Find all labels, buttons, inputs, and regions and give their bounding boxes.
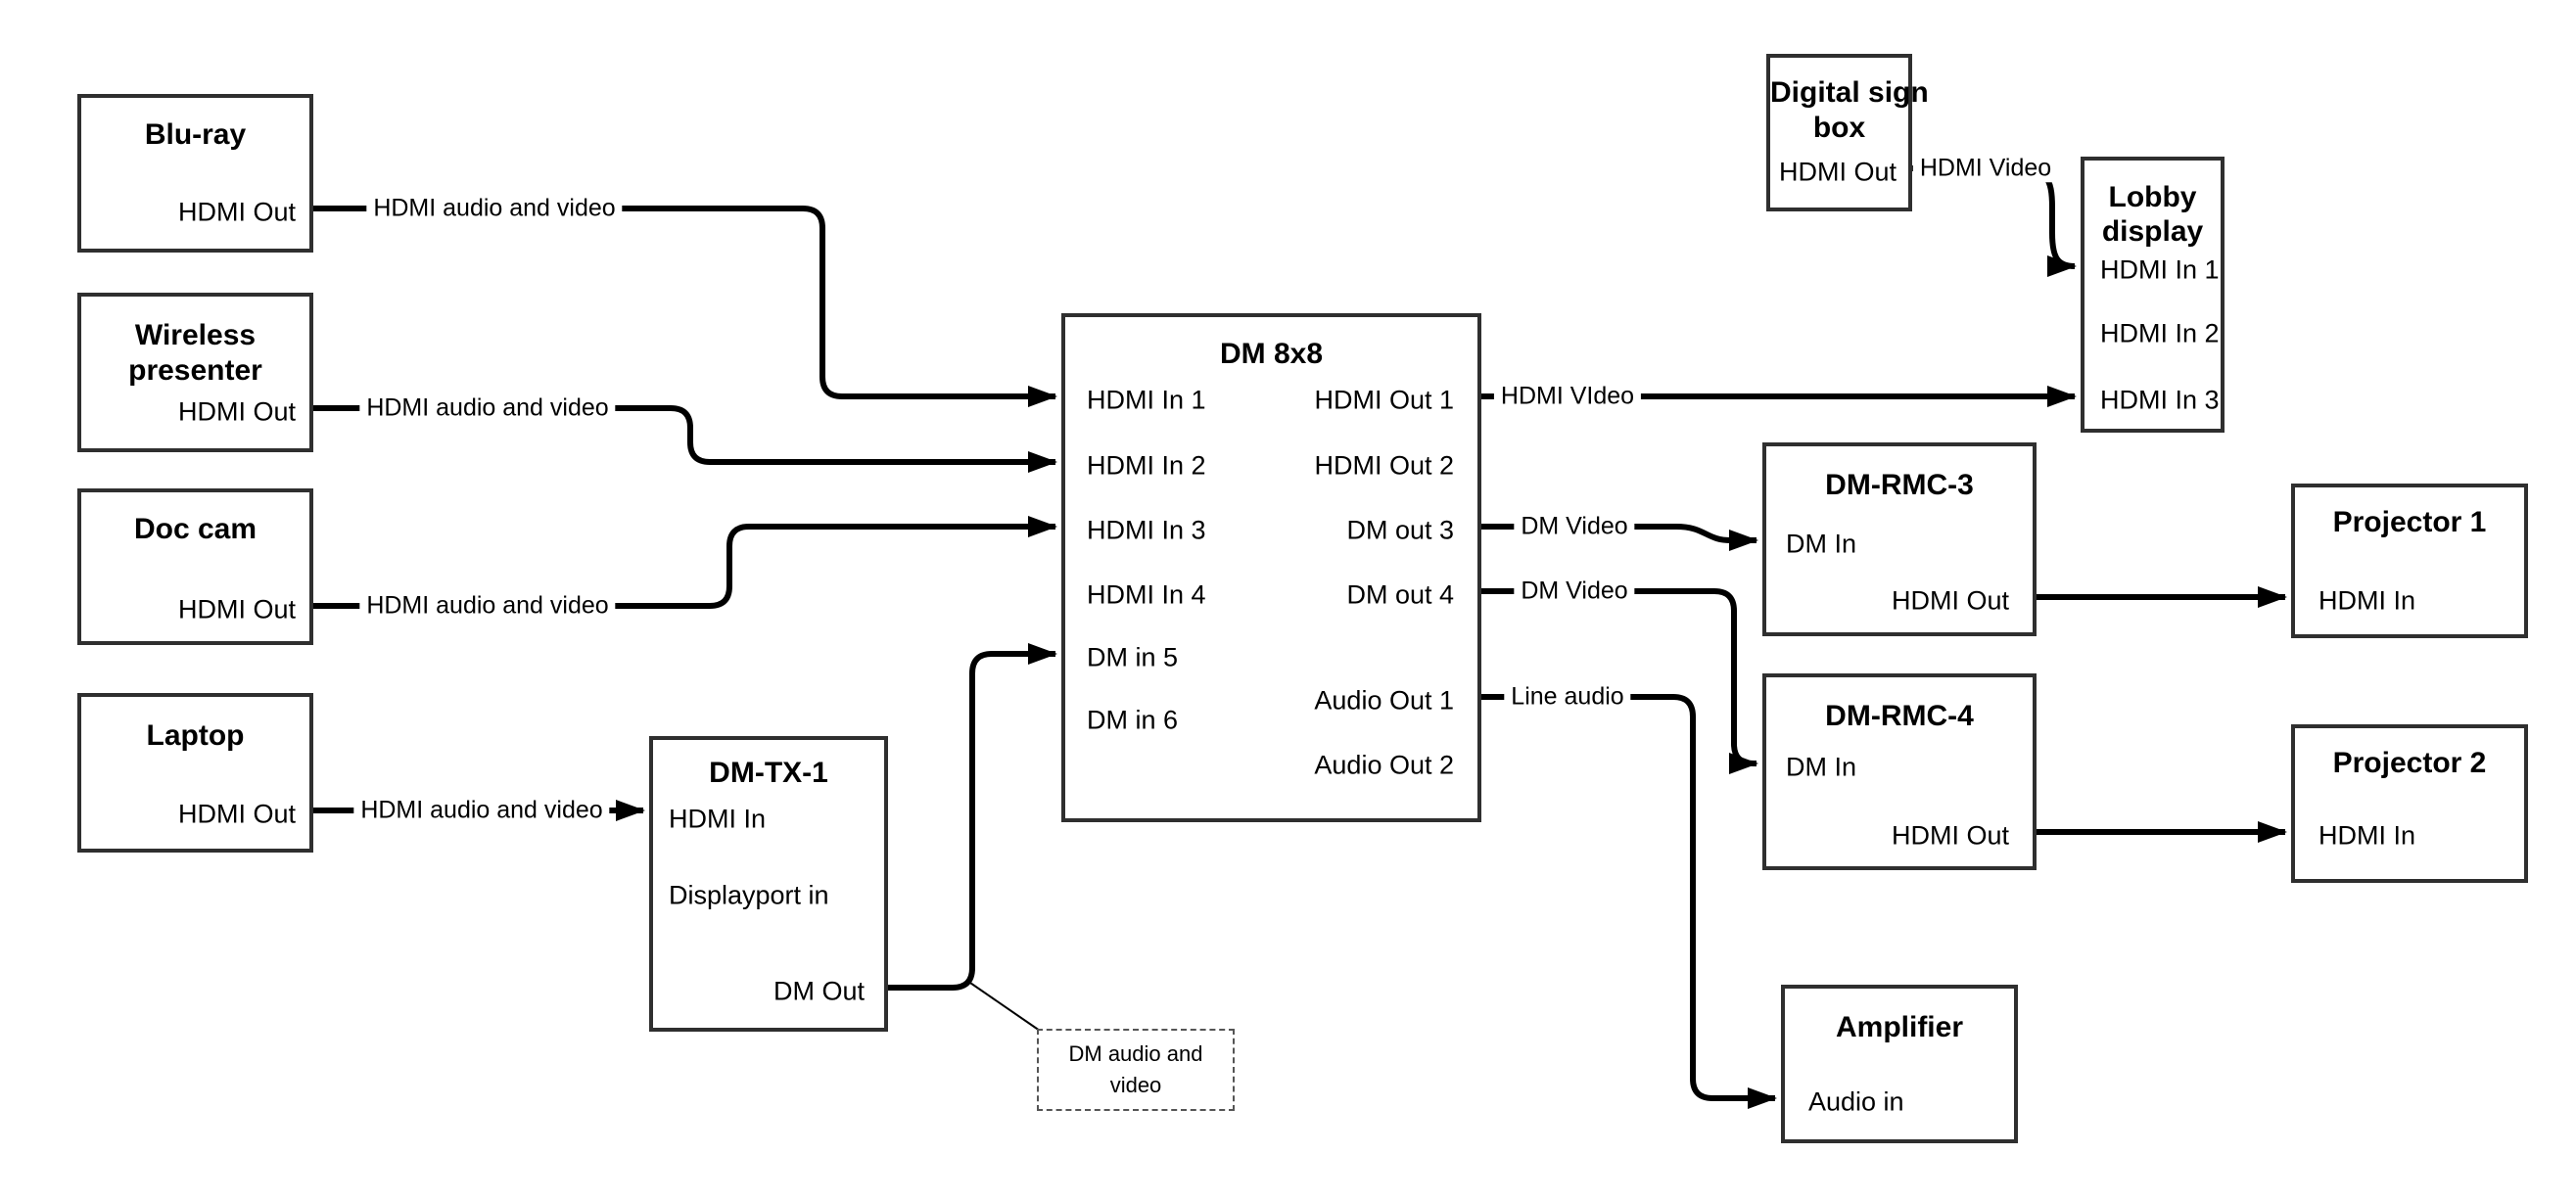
port-hdmi-out: HDMI Out <box>1778 157 1897 187</box>
node-title-line2: box <box>1812 112 1866 144</box>
node-dm-8x8: DM 8x8 HDMI In 1 HDMI In 2 HDMI In 3 HDM… <box>1061 313 1481 822</box>
port-dm-in: DM In <box>1786 752 1857 782</box>
port-hdmi-in: HDMI In <box>2318 820 2416 851</box>
port-hdmi-out: HDMI Out <box>177 594 296 624</box>
node-title: Laptop <box>146 719 245 752</box>
port-dm-out: DM Out <box>773 976 865 1006</box>
edge-label-dm-video-out4: DM Video <box>1514 577 1635 605</box>
node-title: Projector 2 <box>2332 747 2487 779</box>
node-laptop: Laptop HDMI Out <box>77 693 313 853</box>
port-audio-in: Audio in <box>1808 1086 1904 1117</box>
port-audio-out-2: Audio Out 2 <box>1314 750 1454 780</box>
port-hdmi-in-1: HDMI In 1 <box>1087 385 1206 415</box>
port-dm-out-3: DM out 3 <box>1346 515 1454 545</box>
port-hdmi-in: HDMI In <box>669 804 767 834</box>
port-dm-in-6: DM in 6 <box>1087 705 1179 735</box>
port-hdmi-in-3: HDMI In 3 <box>2100 385 2220 415</box>
edge-label-line-audio: Line audio <box>1504 683 1631 711</box>
port-audio-out-1: Audio Out 1 <box>1314 685 1454 716</box>
node-title: Projector 1 <box>2332 506 2487 538</box>
node-title: DM-TX-1 <box>709 757 828 789</box>
edge-digital-sign-to-lobby-hdmi-in-1 <box>1912 165 2077 277</box>
edge-dm8x8-dm-out4-to-rmc4-dm-in <box>1481 588 1758 774</box>
node-title: Doc cam <box>133 513 258 545</box>
edge-label-laptop: HDMI audio and video <box>353 797 610 824</box>
port-hdmi-in-2: HDMI In 2 <box>2100 318 2220 348</box>
node-dm-rmc-3: DM-RMC-3 DM In HDMI Out <box>1762 442 2037 636</box>
note-dm-audio-and-video: DM audio and video <box>1037 1029 1235 1111</box>
edge-dmtx1-dmout-to-dm8x8-dm-in-5 <box>886 643 1057 991</box>
edge-label-hdmi-video-out1: HDMI VIdeo <box>1493 383 1642 410</box>
node-bluray: Blu-ray HDMI Out <box>77 94 313 253</box>
edge-dm8x8-dm-out3-to-rmc3-dm-in <box>1481 524 1758 551</box>
port-hdmi-out-2: HDMI Out 2 <box>1314 450 1454 481</box>
edge-label-dm-video-out3: DM Video <box>1514 513 1635 540</box>
note-text-line2: video <box>1109 1073 1162 1097</box>
node-title: Blu-ray <box>144 118 247 151</box>
port-displayport-in: Displayport in <box>669 880 829 910</box>
port-dm-in-5: DM in 5 <box>1087 642 1179 672</box>
edge-bluray-to-dm8x8-hdmi-in-1 <box>313 206 1057 407</box>
port-hdmi-out: HDMI Out <box>1891 585 2009 616</box>
port-hdmi-out: HDMI Out <box>177 799 296 829</box>
node-title: Amplifier <box>1835 1011 1964 1043</box>
node-wireless-presenter: Wireless presenter HDMI Out <box>77 293 313 452</box>
edge-label-wireless: HDMI audio and video <box>359 394 616 422</box>
port-dm-in: DM In <box>1786 529 1857 559</box>
edge-doccam-to-dm8x8-hdmi-in-3 <box>313 516 1057 609</box>
node-amplifier: Amplifier Audio in <box>1781 985 2018 1143</box>
edge-dm8x8-audio-out1-to-amplifier <box>1481 694 1777 1109</box>
edge-label-bluray: HDMI audio and video <box>366 195 623 222</box>
node-doc-cam: Doc cam HDMI Out <box>77 488 313 645</box>
port-hdmi-in-1: HDMI In 1 <box>2100 254 2220 285</box>
node-title: Lobby <box>2108 181 2197 213</box>
node-dm-rmc-4: DM-RMC-4 DM In HDMI Out <box>1762 673 2037 870</box>
node-title: DM-RMC-3 <box>1825 469 1974 501</box>
node-title-line2: display <box>2101 215 2204 248</box>
port-hdmi-in-2: HDMI In 2 <box>1087 450 1206 481</box>
port-hdmi-out: HDMI Out <box>1891 820 2009 851</box>
node-digital-sign-box: Digital sign box HDMI Out <box>1766 54 1929 211</box>
node-title: DM-RMC-4 <box>1825 700 1974 732</box>
node-title-line2: presenter <box>128 354 262 387</box>
note-text-line1: DM audio and <box>1068 1041 1203 1067</box>
node-title: DM 8x8 <box>1219 338 1324 370</box>
node-lobby-display: Lobby display HDMI In 1 HDMI In 2 HDMI I… <box>2081 157 2225 433</box>
node-projector-1: Projector 1 HDMI In <box>2291 484 2528 638</box>
port-hdmi-in-3: HDMI In 3 <box>1087 515 1206 545</box>
port-hdmi-in-4: HDMI In 4 <box>1087 579 1206 610</box>
node-title: Wireless <box>134 319 257 351</box>
node-title: Digital sign <box>1770 76 1929 109</box>
port-hdmi-out-1: HDMI Out 1 <box>1314 385 1454 415</box>
port-hdmi-in: HDMI In <box>2318 585 2416 616</box>
note-callout-line <box>966 980 1041 1032</box>
edge-label-digital-sign: HDMI Video <box>1912 155 2059 182</box>
port-dm-out-4: DM out 4 <box>1346 579 1454 610</box>
edge-label-doccam: HDMI audio and video <box>359 592 616 620</box>
port-hdmi-out: HDMI Out <box>177 197 296 227</box>
node-dm-tx-1: DM-TX-1 HDMI In Displayport in DM Out <box>649 736 888 1032</box>
edge-wireless-to-dm8x8-hdmi-in-2 <box>313 405 1057 473</box>
port-hdmi-out: HDMI Out <box>177 396 296 427</box>
node-projector-2: Projector 2 HDMI In <box>2291 724 2528 883</box>
